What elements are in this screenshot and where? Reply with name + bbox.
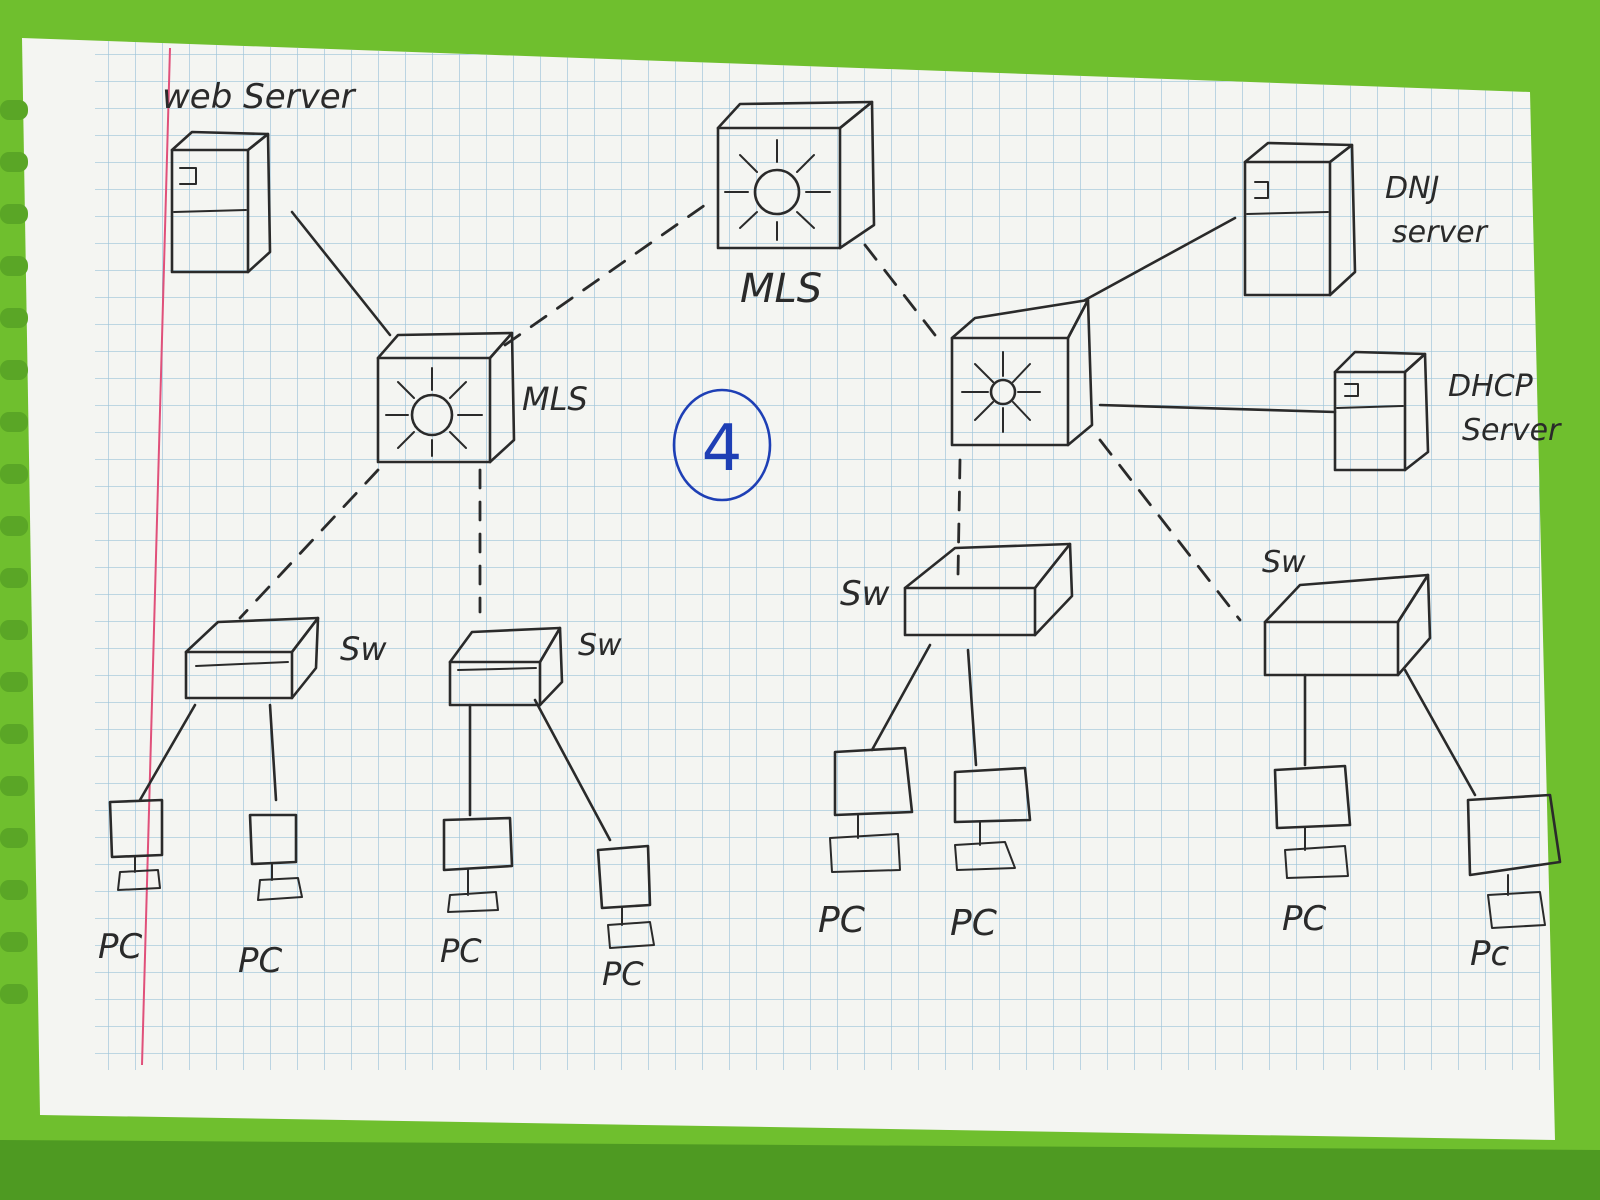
pc-4-label: PC xyxy=(602,955,644,993)
link-sw1-pc2 xyxy=(268,703,278,802)
dns-server-label-line2: server xyxy=(1392,215,1489,250)
pc-6-label: PC xyxy=(950,903,998,944)
dhcp-server-label-line1: DHCP xyxy=(1448,369,1534,404)
web-server-icon xyxy=(170,130,272,274)
pc-3-label: PC xyxy=(440,932,482,970)
link-mls-sw3 xyxy=(956,458,962,577)
switch-2-label: Sw xyxy=(578,628,622,663)
link-webserver-mls xyxy=(290,210,392,337)
pc-1-label: PC xyxy=(98,927,143,967)
link-sw3-pc6 xyxy=(966,648,978,767)
link-sw4-pc8 xyxy=(1403,668,1477,797)
spiral-holes xyxy=(0,100,28,1004)
web-server-label: web Server xyxy=(162,77,357,117)
page-number-badge: 4 xyxy=(672,388,772,502)
pc-4-icon xyxy=(596,844,655,949)
switch-4-label: Sw xyxy=(1262,545,1306,580)
pc-5-label: PC xyxy=(818,900,866,941)
table-shadow xyxy=(0,1140,1600,1200)
labels: web Server MLS MLS DNJ server DHCP Serve… xyxy=(98,77,1562,993)
pc-2-label: PC xyxy=(238,941,283,981)
connections xyxy=(138,203,1477,842)
link-sw1-pc1 xyxy=(138,703,197,802)
pc-7-label: PC xyxy=(1282,899,1327,939)
mls-left-label: MLS xyxy=(522,380,588,418)
switch-1-icon xyxy=(184,616,320,700)
pc-2-icon xyxy=(248,813,303,901)
switch-3-icon xyxy=(903,542,1074,637)
mls-top-icon xyxy=(716,100,876,250)
switch-1-label: Sw xyxy=(340,630,387,668)
link-mls-sw1 xyxy=(238,468,380,620)
link-mls-dns xyxy=(1083,216,1237,302)
dhcp-server-icon xyxy=(1333,350,1430,472)
pc-5-icon xyxy=(829,746,914,873)
pc-3-icon xyxy=(442,816,514,913)
margin-line xyxy=(141,47,171,1066)
mls-left-icon xyxy=(376,331,516,464)
switch-3-label: Sw xyxy=(840,574,890,614)
link-mls-top-right xyxy=(863,243,937,337)
mls-top-label: MLS xyxy=(740,266,822,312)
link-sw3-pc5 xyxy=(870,643,932,752)
page-number: 4 xyxy=(702,412,743,486)
link-mls-top-left xyxy=(503,203,707,347)
pc-8-label: Pc xyxy=(1470,934,1510,974)
link-mls-sw4 xyxy=(1098,438,1242,622)
dns-server-icon xyxy=(1243,141,1357,297)
dhcp-server-label-line2: Server xyxy=(1462,413,1562,448)
pc-8-icon xyxy=(1466,793,1562,929)
dns-server-label-line1: DNJ xyxy=(1385,171,1439,206)
graph-paper xyxy=(22,38,1555,1140)
link-mls-dhcp xyxy=(1098,403,1337,414)
pc-7-icon xyxy=(1273,764,1352,879)
page-number-circle xyxy=(672,388,772,502)
switch-4-icon xyxy=(1263,573,1432,677)
switch-2-icon xyxy=(448,626,564,707)
pc-1-icon xyxy=(108,798,164,891)
pc-6-icon xyxy=(953,766,1032,871)
link-sw2-pc4 xyxy=(533,698,612,842)
mls-right-icon xyxy=(950,298,1094,447)
